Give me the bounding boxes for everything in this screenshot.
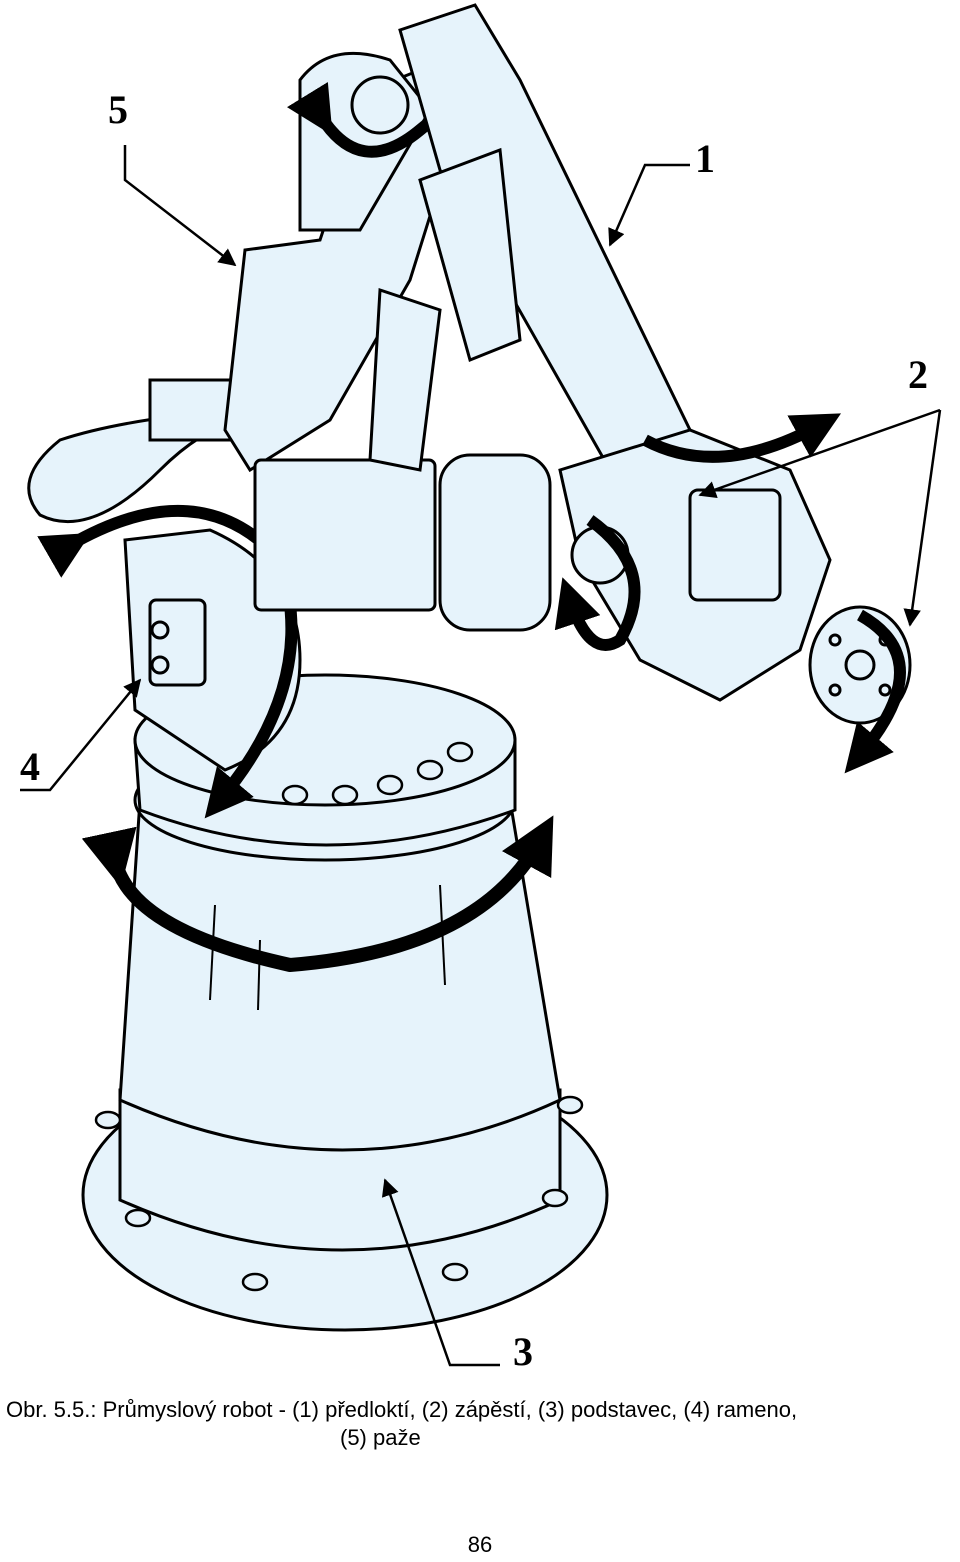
callout-leaders xyxy=(20,145,942,1367)
callout-2: 2 xyxy=(908,352,928,397)
callout-1: 1 xyxy=(695,136,715,181)
waist-rotation-arrow xyxy=(81,815,554,973)
figure-caption: Obr. 5.5.: Průmyslový robot - (1) předlo… xyxy=(6,1396,956,1452)
robot-base xyxy=(81,673,609,1332)
page-number: 86 xyxy=(467,1532,493,1557)
wrist xyxy=(558,428,912,725)
wrist-rotation-arrow-3 xyxy=(844,609,906,774)
callout-3: 3 xyxy=(513,1329,533,1374)
caption-line-1: Obr. 5.5.: Průmyslový robot - (1) předlo… xyxy=(6,1397,798,1422)
wrist-rotation-arrow-2 xyxy=(554,515,641,651)
callout-5: 5 xyxy=(108,87,128,132)
forearm xyxy=(398,3,692,472)
callout-4: 4 xyxy=(20,744,40,789)
robot-illustration: 5 1 2 4 3 xyxy=(20,3,942,1374)
base-bolts xyxy=(94,741,584,1292)
wrist-rotation-arrow-1 xyxy=(642,413,842,463)
caption-line-2: (5) paže xyxy=(340,1425,421,1450)
